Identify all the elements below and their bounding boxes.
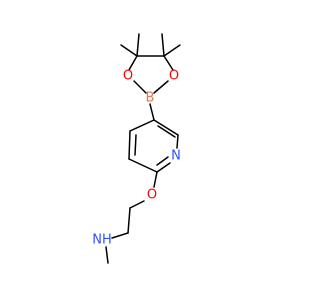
bond-c4-c5 <box>129 119 155 132</box>
bond-c5-c6-double <box>157 125 176 138</box>
bond-ch2-ch2 <box>127 207 131 234</box>
bond-o1-c1 <box>128 55 138 71</box>
atom-pyridine-nitrogen: N <box>171 149 181 164</box>
bond-o2-c2 <box>163 55 174 71</box>
bond-c3-c4 <box>128 130 131 160</box>
bond-methyl-2 <box>136 33 140 57</box>
structure-diagram: B O O N O NH <box>92 33 181 264</box>
bond-methyl-1 <box>120 44 138 57</box>
bond-c6-n <box>176 134 179 149</box>
bond-methyl-3 <box>161 33 165 57</box>
bond-ch2-n <box>111 232 129 239</box>
bond-n-methyl <box>105 246 109 264</box>
bonds <box>105 33 181 264</box>
atom-boron: B <box>146 91 155 106</box>
bond-c2-o <box>153 171 158 188</box>
bond-n-c2 <box>156 162 171 173</box>
atom-oxygen-ring-left: O <box>123 69 133 84</box>
bond-b-c5 <box>149 103 155 121</box>
bond-c3-c4-double <box>134 134 137 156</box>
atom-oxygen-ring-right: O <box>169 69 179 84</box>
bond-b-o2 <box>153 80 169 94</box>
bond-n-c2-double <box>156 156 169 166</box>
atom-amine: NH <box>92 233 112 248</box>
bond-o-ch2 <box>129 200 145 209</box>
molecule-canvas: B O O N O NH <box>92 33 181 264</box>
atom-ether-oxygen: O <box>147 188 157 203</box>
bond-c5-c6 <box>153 119 179 136</box>
bond-b-o1 <box>133 80 147 94</box>
bond-c2-c3 <box>128 158 158 173</box>
bond-methyl-4 <box>163 44 181 57</box>
